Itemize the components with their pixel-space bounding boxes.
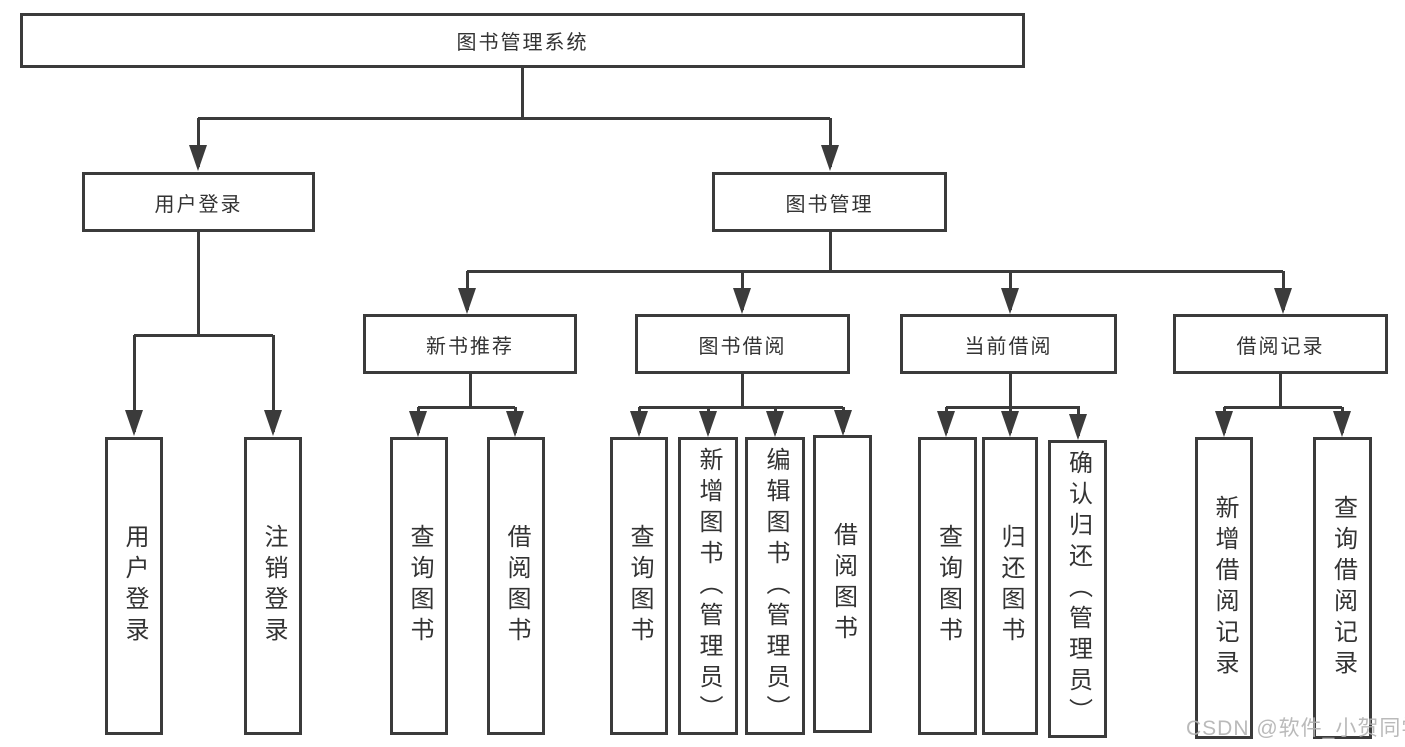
connector-line [1008, 374, 1012, 408]
connector-line [468, 374, 472, 408]
node-label-leaf-borrow-books-recommend: 借阅图书 [503, 524, 530, 648]
node-leaf-borrow-books-recommend: 借阅图书 [487, 437, 545, 735]
node-leaf-return-books: 归还图书 [982, 437, 1038, 735]
connector-arrow-line [196, 118, 200, 167]
node-borrowing-records: 借阅记录 [1173, 314, 1388, 374]
node-label-user-login: 用户登录 [154, 193, 243, 216]
node-label-leaf-query-borrow-record: 查询借阅记录 [1329, 495, 1357, 681]
node-user-login: 用户登录 [82, 172, 315, 232]
arrowhead-down-icon [1274, 288, 1292, 314]
node-root: 图书管理系统 [20, 13, 1025, 68]
arrowhead-down-icon [834, 410, 852, 436]
arrowhead-down-icon [1069, 414, 1087, 440]
connector-line [467, 269, 1283, 273]
node-book-management: 图书管理 [712, 172, 947, 232]
connector-line [1224, 405, 1342, 409]
connector-line [639, 405, 843, 409]
node-leaf-edit-books-admin: 编辑图书（管理员） [745, 437, 805, 735]
connector-arrow-line [271, 335, 275, 432]
node-leaf-query-borrow-record: 查询借阅记录 [1313, 437, 1372, 739]
node-label-leaf-add-books-admin: 新增图书（管理员） [695, 446, 722, 726]
node-label-leaf-edit-books-admin: 编辑图书（管理员） [762, 446, 789, 726]
arrowhead-down-icon [458, 288, 476, 314]
arrowhead-down-icon [821, 145, 839, 171]
node-leaf-query-books-borrowing: 查询图书 [610, 437, 668, 735]
connector-line [740, 374, 744, 408]
arrowhead-down-icon [1215, 411, 1233, 437]
node-leaf-user-login: 用户登录 [105, 437, 163, 735]
node-label-leaf-borrow-books-borrowing: 借阅图书 [829, 522, 857, 646]
arrowhead-down-icon [937, 411, 955, 437]
node-leaf-confirm-return-admin: 确认归还（管理员） [1048, 440, 1107, 738]
node-leaf-borrow-books-borrowing: 借阅图书 [813, 435, 872, 733]
node-label-leaf-add-borrow-record: 新增借阅记录 [1211, 495, 1238, 681]
arrowhead-down-icon [125, 410, 143, 436]
node-label-leaf-query-books-recommend: 查询图书 [406, 524, 433, 648]
node-label-leaf-confirm-return-admin: 确认归还（管理员） [1064, 449, 1092, 729]
arrowhead-down-icon [699, 411, 717, 437]
arrowhead-down-icon [1001, 288, 1019, 314]
node-label-borrowing-records: 借阅记录 [1236, 335, 1325, 358]
connector-arrow-line [132, 335, 136, 432]
connector-line [946, 405, 1080, 409]
connector-arrow-line [828, 118, 832, 167]
arrowhead-down-icon [630, 411, 648, 437]
node-label-leaf-logout: 注销登录 [260, 524, 287, 648]
arrowhead-down-icon [1333, 411, 1351, 437]
node-label-leaf-query-books-current: 查询图书 [934, 524, 962, 648]
node-leaf-query-books-current: 查询图书 [918, 437, 977, 735]
node-label-leaf-user-login: 用户登录 [121, 524, 148, 648]
node-label-book-management: 图书管理 [785, 193, 874, 216]
node-leaf-add-books-admin: 新增图书（管理员） [678, 437, 738, 735]
arrowhead-down-icon [264, 410, 282, 436]
arrowhead-down-icon [1001, 411, 1019, 437]
node-label-current-borrowing: 当前借阅 [964, 335, 1053, 358]
arrowhead-down-icon [189, 145, 207, 171]
watermark: CSDN @软件_小贺同学 [1186, 717, 1405, 740]
node-leaf-add-borrow-record: 新增借阅记录 [1195, 437, 1253, 739]
connector-line [198, 116, 830, 120]
arrowhead-down-icon [766, 411, 784, 437]
connector-line [520, 68, 524, 120]
node-label-leaf-query-books-borrowing: 查询图书 [626, 524, 653, 648]
arrowhead-down-icon [409, 411, 427, 437]
node-book-borrowing: 图书借阅 [635, 314, 850, 374]
node-label-new-book-recommend: 新书推荐 [426, 335, 514, 358]
node-leaf-logout: 注销登录 [244, 437, 302, 735]
node-label-book-borrowing: 图书借阅 [698, 335, 787, 358]
arrowhead-down-icon [733, 288, 751, 314]
node-label-root: 图书管理系统 [456, 32, 589, 54]
connector-line [418, 405, 515, 409]
connector-line [134, 333, 273, 337]
node-new-book-recommend: 新书推荐 [363, 314, 577, 374]
connector-line [1278, 374, 1282, 408]
node-label-leaf-return-books: 归还图书 [997, 524, 1024, 648]
connector-line [828, 232, 832, 272]
node-leaf-query-books-recommend: 查询图书 [390, 437, 448, 735]
node-current-borrowing: 当前借阅 [900, 314, 1117, 374]
connector-line [196, 232, 200, 336]
arrowhead-down-icon [506, 411, 524, 437]
